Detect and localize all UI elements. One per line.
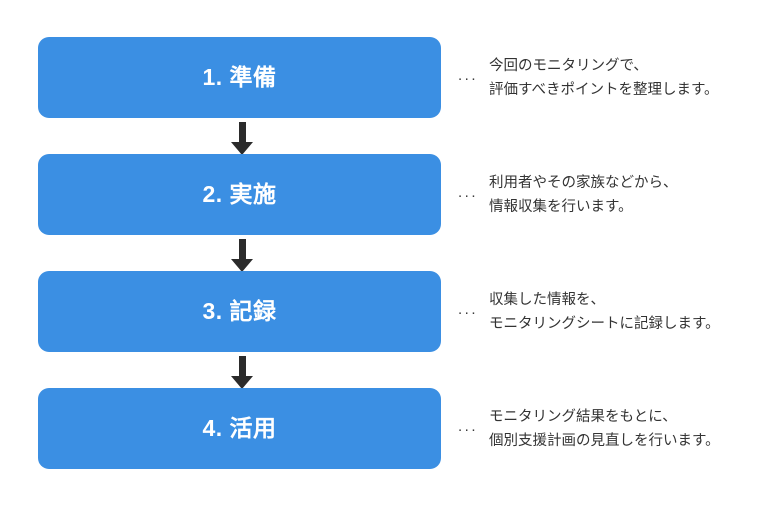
step-note-1-line-2: 評価すべきポイントを整理します。	[489, 81, 719, 98]
arrow-head-icon	[231, 142, 253, 155]
step-annotation-4: ... モニタリング結果をもとに、 個別支援計画の見直しを行います。	[458, 388, 720, 469]
ellipsis-connector-icon: ...	[458, 67, 479, 84]
arrow-head-icon	[231, 259, 253, 272]
flow-step-4: 4. 活用 ... モニタリング結果をもとに、 個別支援計画の見直しを行います。	[38, 388, 780, 469]
step-label-4: 4. 活用	[202, 415, 277, 441]
flow-step-2: 2. 実施 ... 利用者やその家族などから、 情報収集を行います。	[38, 154, 780, 235]
ellipsis-connector-icon: ...	[458, 184, 479, 201]
step-note-2-line-1: 利用者やその家族などから、	[489, 174, 678, 191]
step-label-3: 3. 記録	[202, 298, 277, 324]
flow-step-1: 1. 準備 ... 今回のモニタリングで、 評価すべきポイントを整理します。	[38, 37, 780, 118]
arrow-shaft	[239, 356, 246, 378]
step-note-2-line-2: 情報収集を行います。	[489, 198, 633, 215]
flow-step-3: 3. 記録 ... 収集した情報を、 モニタリングシートに記録します。	[38, 271, 780, 352]
step-label-2: 2. 実施	[202, 181, 277, 207]
arrow-head-icon	[231, 376, 253, 389]
step-note-4-line-1: モニタリング結果をもとに、	[489, 408, 677, 425]
step-note-3-line-1: 収集した情報を、	[489, 291, 606, 308]
step-box-2[interactable]: 2. 実施	[38, 154, 441, 235]
step-note-4-line-2: 個別支援計画の見直しを行います。	[489, 432, 720, 449]
step-annotation-2: ... 利用者やその家族などから、 情報収集を行います。	[458, 154, 678, 235]
step-note-1: 今回のモニタリングで、 評価すべきポイントを整理します。	[489, 54, 719, 102]
step-note-3-line-2: モニタリングシートに記録します。	[489, 315, 720, 332]
step-note-4: モニタリング結果をもとに、 個別支援計画の見直しを行います。	[489, 405, 720, 453]
arrow-shaft	[239, 239, 246, 261]
ellipsis-connector-icon: ...	[458, 418, 479, 435]
step-label-1: 1. 準備	[202, 64, 277, 90]
step-annotation-3: ... 収集した情報を、 モニタリングシートに記録します。	[458, 271, 720, 352]
step-note-3: 収集した情報を、 モニタリングシートに記録します。	[489, 288, 720, 336]
step-note-2: 利用者やその家族などから、 情報収集を行います。	[489, 171, 678, 219]
step-note-1-line-1: 今回のモニタリングで、	[489, 57, 648, 74]
arrow-shaft	[239, 122, 246, 144]
flow-arrow-2-to-3	[231, 239, 254, 272]
flow-arrow-1-to-2	[231, 122, 254, 155]
ellipsis-connector-icon: ...	[458, 301, 479, 318]
flow-arrow-3-to-4	[231, 356, 254, 389]
step-box-3[interactable]: 3. 記録	[38, 271, 441, 352]
step-annotation-1: ... 今回のモニタリングで、 評価すべきポイントを整理します。	[458, 37, 719, 118]
step-box-4[interactable]: 4. 活用	[38, 388, 441, 469]
step-box-1[interactable]: 1. 準備	[38, 37, 441, 118]
